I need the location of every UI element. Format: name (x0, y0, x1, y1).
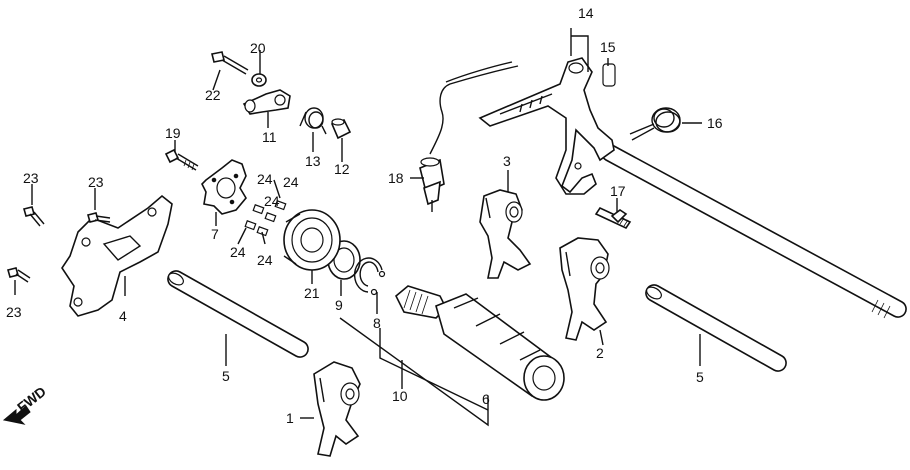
part-4-bracket-plate (61, 194, 173, 317)
part-13-spring (299, 107, 327, 135)
callout-22: 22 (205, 87, 221, 103)
callout-11: 11 (262, 129, 277, 145)
callout-3: 3 (503, 153, 511, 169)
part-3-shift-fork (479, 189, 532, 279)
part-8-circlip (353, 257, 386, 296)
leader-lines (14, 28, 702, 427)
callout-23-bottom: 23 (6, 304, 22, 320)
part-22-bolt (211, 51, 249, 75)
part-23-bolt-bottom (7, 267, 31, 283)
callout-18: 18 (388, 170, 404, 186)
callout-24-a: 24 (257, 171, 273, 187)
callout-24-d: 24 (230, 244, 246, 260)
part-20-washer (251, 73, 267, 87)
part-16-return-spring (629, 107, 681, 141)
part-1-shift-fork (313, 361, 361, 457)
part-7-drum-center-plate (201, 159, 247, 215)
callout-14: 14 (578, 5, 594, 21)
part-14-shift-arm (478, 57, 615, 195)
callout-16: 16 (707, 115, 723, 131)
part-5-shaft-right (645, 284, 787, 372)
callout-24-b: 24 (283, 174, 299, 190)
part-24-dowel-pins (244, 200, 287, 237)
callout-12: 12 (334, 161, 350, 177)
callout-2: 2 (596, 345, 604, 361)
callout-9: 9 (335, 297, 343, 313)
part-23-bolt-left (23, 206, 45, 227)
callout-15: 15 (600, 39, 616, 55)
callout-13: 13 (305, 153, 321, 169)
part-11-stopper-arm (242, 89, 291, 115)
callout-8: 8 (373, 315, 381, 331)
part-19-bolt (164, 148, 199, 171)
callout-21: 21 (304, 285, 320, 301)
callout-10: 10 (392, 388, 408, 404)
part-15-small-spring (602, 63, 616, 87)
part-21-ball-bearing (283, 209, 341, 271)
callout-5-left: 5 (222, 368, 230, 384)
part-5-shaft-left (167, 270, 309, 358)
fwd-direction-label: FWD (14, 383, 49, 415)
callout-labels: 1 2 3 4 5 5 6 7 8 9 10 11 12 13 14 15 16… (6, 5, 723, 426)
callout-24-e: 24 (257, 252, 273, 268)
part-18-neutral-switch (419, 61, 519, 212)
callout-5-right: 5 (696, 369, 704, 385)
callout-7: 7 (211, 226, 219, 242)
callout-6: 6 (482, 391, 490, 407)
callout-20: 20 (250, 40, 266, 56)
fwd-arrow-icon (2, 405, 31, 425)
callout-23-top-left: 23 (23, 170, 39, 186)
callout-19: 19 (165, 125, 181, 141)
callout-23-top-middle: 23 (88, 174, 104, 190)
part-17-pin-bolt (594, 206, 632, 230)
callout-17: 17 (610, 183, 626, 199)
part-2-shift-fork (559, 237, 610, 341)
callout-1: 1 (286, 410, 294, 426)
part-6-shift-drum (395, 285, 565, 401)
part-23-bolt-middle (87, 212, 111, 223)
part-12-collar (330, 118, 352, 140)
callout-24-c: 24 (264, 193, 280, 209)
callout-4: 4 (119, 308, 127, 324)
